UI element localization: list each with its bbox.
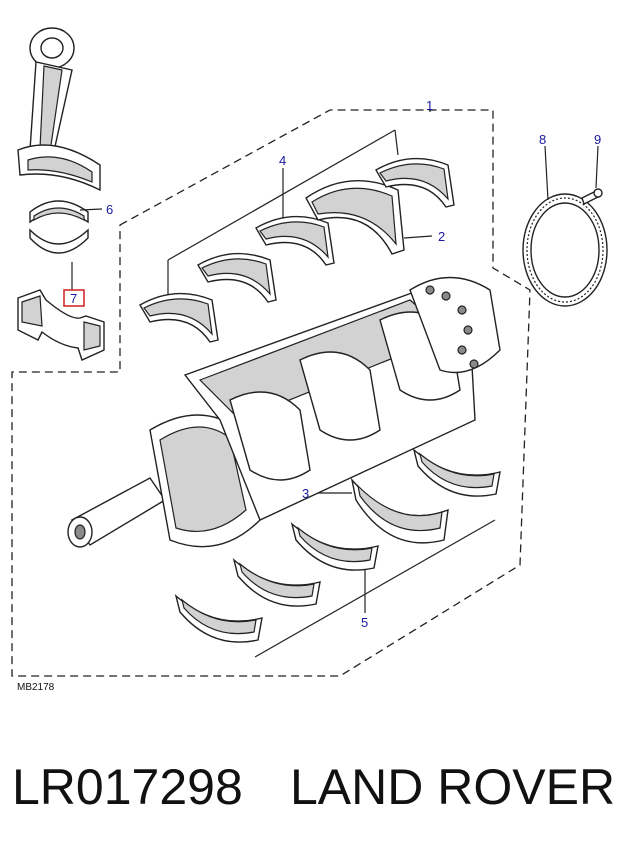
lower-main-bearing-shells xyxy=(174,448,501,643)
diagram-reference-code: MB2178 xyxy=(17,682,55,693)
callout-6: 6 xyxy=(106,202,113,217)
callout-4: 4 xyxy=(279,153,286,168)
callout-2: 2 xyxy=(438,229,445,244)
reluctor-ring xyxy=(522,193,608,307)
connecting-rod xyxy=(17,27,101,192)
callout-9: 9 xyxy=(594,132,601,147)
crankshaft xyxy=(67,276,501,548)
callout-1: 1 xyxy=(426,98,433,113)
caption-area xyxy=(0,722,618,865)
callout-3: 3 xyxy=(302,486,309,501)
exploded-parts-diagram: 1 2 3 4 5 6 7 8 9 MB2178 xyxy=(11,27,608,693)
part-number: LR017298 xyxy=(12,759,243,815)
callout-7-highlight-box xyxy=(63,289,85,307)
upper-main-bearing-shells xyxy=(139,157,455,343)
assembly-boundary xyxy=(11,109,531,677)
leader-lines xyxy=(71,110,599,658)
conrod-bearing-cap xyxy=(17,289,105,361)
retaining-screw xyxy=(581,188,603,205)
callout-7: 7 xyxy=(70,291,77,306)
callout-5: 5 xyxy=(361,615,368,630)
callout-8: 8 xyxy=(539,132,546,147)
brand-name: LAND ROVER xyxy=(290,759,616,815)
conrod-bearing-shells xyxy=(29,200,89,254)
